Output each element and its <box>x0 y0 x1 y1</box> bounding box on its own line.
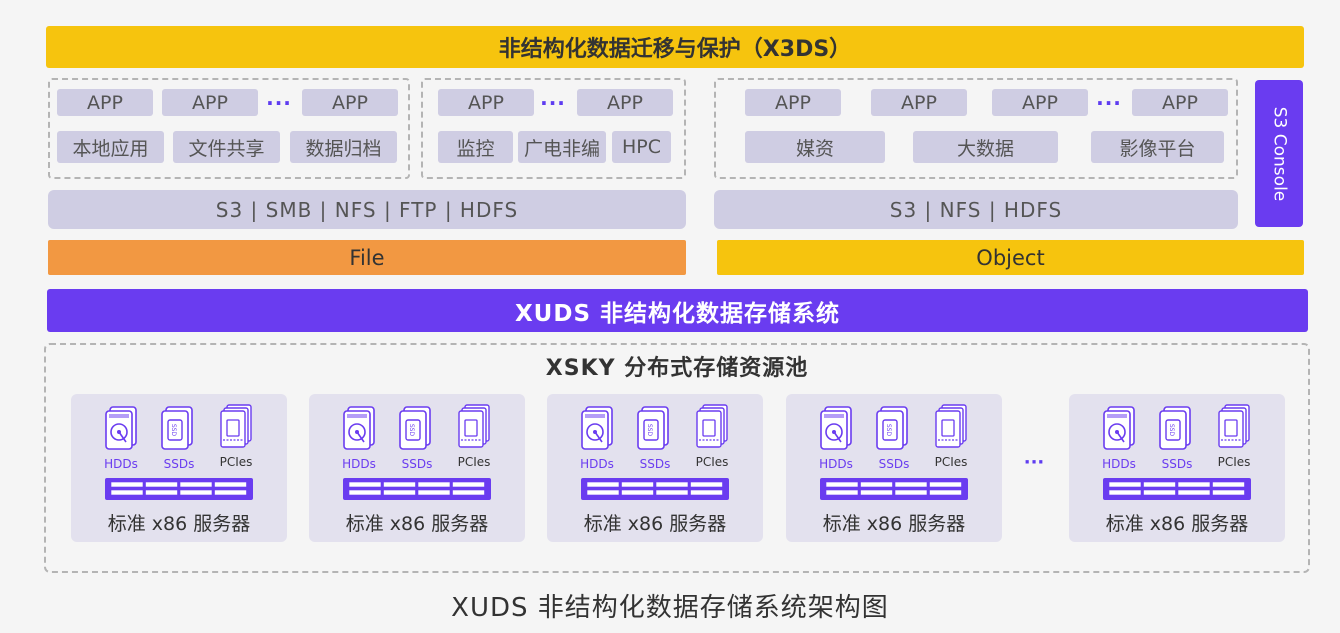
hdd-label: HDDs <box>104 457 138 471</box>
server-rack-icon <box>581 478 729 500</box>
pcie-icon <box>695 404 729 448</box>
use-case-chip: 数据归档 <box>290 131 397 163</box>
hdd-icon <box>104 406 138 450</box>
pcie-icon <box>1217 404 1251 448</box>
server-rack-icon <box>343 478 491 500</box>
pcie-icon <box>934 404 968 448</box>
server-label: 标准 x86 服务器 <box>107 513 251 535</box>
ssd-label: SSDs <box>163 457 195 471</box>
ssd-label: SSDs <box>1161 457 1193 471</box>
svg-text:SSD: SSD <box>170 424 177 437</box>
server-card: SSD HDDs SSDs PCIes 标准 x86 服务器 <box>786 394 1002 542</box>
app-chip: APP <box>1132 89 1228 116</box>
app-chip: APP <box>302 89 398 116</box>
app-group-3 <box>714 78 1238 179</box>
file-protocols-bar: S3 | SMB | NFS | FTP | HDFS <box>48 190 686 229</box>
svg-text:SSD: SSD <box>646 424 653 437</box>
server-label: 标准 x86 服务器 <box>583 513 727 535</box>
ssd-label: SSDs <box>878 457 910 471</box>
file-layer: File <box>48 240 686 275</box>
object-protocols-bar: S3 | NFS | HDFS <box>714 190 1238 229</box>
ellipsis: ··· <box>266 90 292 115</box>
use-case-chip: 大数据 <box>913 131 1058 163</box>
svg-text:SSD: SSD <box>1168 424 1175 437</box>
hdd-icon <box>1102 406 1136 450</box>
top-banner: 非结构化数据迁移与保护（X3DS） <box>46 26 1304 68</box>
svg-text:SSD: SSD <box>885 424 892 437</box>
pcie-label: PCIes <box>219 455 253 469</box>
hdd-icon <box>580 406 614 450</box>
pool-title: XSKY 分布式存储资源池 <box>545 356 809 381</box>
hdd-label: HDDs <box>1102 457 1136 471</box>
app-chip: APP <box>57 89 153 116</box>
use-case-chip: 影像平台 <box>1091 131 1224 163</box>
server-label: 标准 x86 服务器 <box>345 513 489 535</box>
ssd-icon: SSD <box>398 406 432 450</box>
server-card: SSD HDDs SSDs PCIes 标准 x86 服务器 <box>1069 394 1285 542</box>
hdd-label: HDDs <box>819 457 853 471</box>
use-case-chip: 媒资 <box>745 131 885 163</box>
s3-console-label: S3 Console <box>1269 106 1289 201</box>
app-chip: APP <box>992 89 1088 116</box>
hdd-label: HDDs <box>580 457 614 471</box>
xuds-system-bar: XUDS 非结构化数据存储系统 <box>47 289 1308 332</box>
ssd-icon: SSD <box>636 406 670 450</box>
app-chip: APP <box>745 89 841 116</box>
storage-pool <box>44 343 1310 573</box>
pcie-icon <box>219 404 253 448</box>
pcie-label: PCIes <box>695 455 729 469</box>
ellipsis: ··· <box>1023 451 1045 473</box>
pcie-label: PCIes <box>934 455 968 469</box>
hdd-icon <box>342 406 376 450</box>
app-chip: APP <box>438 89 534 116</box>
server-rack-icon <box>105 478 253 500</box>
ssd-label: SSDs <box>401 457 433 471</box>
ssd-label: SSDs <box>639 457 671 471</box>
hdd-icon <box>819 406 853 450</box>
pcie-label: PCIes <box>1217 455 1251 469</box>
pcie-label: PCIes <box>457 455 491 469</box>
diagram-caption: XUDS 非结构化数据存储系统架构图 <box>451 592 889 623</box>
server-card: SSD HDDs SSDs PCIes 标准 x86 服务器 <box>71 394 287 542</box>
svg-text:SSD: SSD <box>408 424 415 437</box>
server-label: 标准 x86 服务器 <box>1105 513 1249 535</box>
s3-console: S3 Console <box>1255 80 1303 227</box>
ssd-icon: SSD <box>160 406 194 450</box>
ellipsis: ··· <box>1096 90 1122 115</box>
use-case-chip: 广电非编 <box>518 131 606 163</box>
use-case-chip: 监控 <box>438 131 513 163</box>
server-label: 标准 x86 服务器 <box>822 513 966 535</box>
pcie-icon <box>457 404 491 448</box>
object-layer: Object <box>717 240 1304 275</box>
app-chip: APP <box>871 89 967 116</box>
use-case-chip: 文件共享 <box>173 131 280 163</box>
server-card: SSD HDDs SSDs PCIes 标准 x86 服务器 <box>547 394 763 542</box>
ellipsis: ··· <box>540 90 566 115</box>
hdd-label: HDDs <box>342 457 376 471</box>
server-rack-icon <box>1103 478 1251 500</box>
app-group-2 <box>421 78 686 179</box>
app-group-1 <box>48 78 410 179</box>
app-chip: APP <box>577 89 673 116</box>
ssd-icon: SSD <box>1158 406 1192 450</box>
server-rack-icon <box>820 478 968 500</box>
app-chip: APP <box>162 89 258 116</box>
ssd-icon: SSD <box>875 406 909 450</box>
server-card: SSD HDDs SSDs PCIes 标准 x86 服务器 <box>309 394 525 542</box>
use-case-chip: HPC <box>612 131 671 163</box>
use-case-chip: 本地应用 <box>57 131 164 163</box>
